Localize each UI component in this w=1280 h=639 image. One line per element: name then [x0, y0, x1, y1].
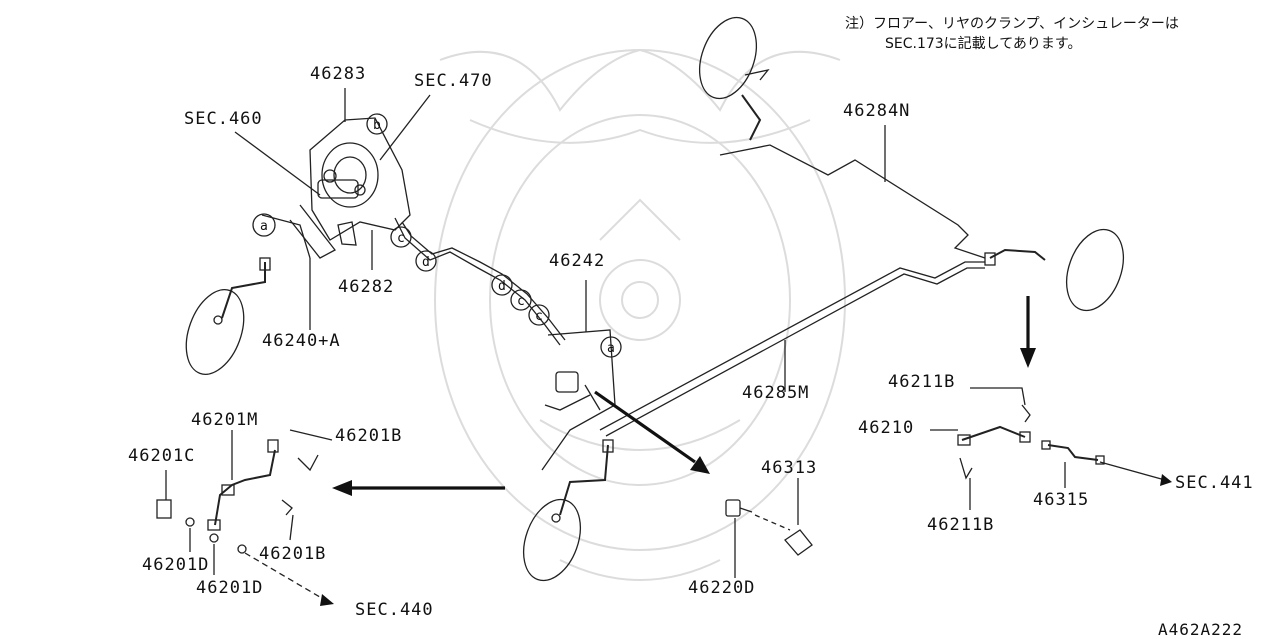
- label-46201m: 46201M: [191, 410, 259, 430]
- pipe-46284n: [719, 144, 986, 259]
- circle-letter-d2: d: [498, 279, 506, 294]
- label-sec441: SEC.441: [1175, 473, 1254, 493]
- label-46201d-a: 46201D: [142, 555, 210, 575]
- watermark-emblem: [434, 48, 846, 581]
- label-46220d: 46220D: [688, 578, 756, 598]
- note-line-2: SEC.173に記載してあります。: [885, 36, 1082, 53]
- label-sec440: SEC.440: [355, 600, 434, 620]
- master-cylinder-assembly: [261, 117, 411, 259]
- circle-letter-a: a: [260, 219, 268, 234]
- detail-46201-series: [156, 439, 319, 554]
- label-sec460: SEC.460: [184, 109, 263, 129]
- label-46210: 46210: [858, 418, 915, 438]
- circle-letter-b: b: [373, 118, 381, 133]
- note-text: 注）フロアー、リヤのクランプ、インシュレーターは SEC.173に記載してありま…: [845, 14, 1179, 55]
- junction-46242: [541, 280, 616, 471]
- label-46242: 46242: [549, 251, 606, 271]
- label-46201b-top: 46201B: [335, 426, 403, 446]
- note-line-1: 注）フロアー、リヤのクランプ、インシュレーターは: [845, 16, 1179, 32]
- pipe-46285m: [599, 261, 985, 437]
- rear-right-wheel-hose: [984, 228, 1124, 312]
- rear-left-wheel-hose: [699, 16, 770, 141]
- circle-letter-d1: d: [422, 255, 430, 270]
- label-46315: 46315: [1033, 490, 1090, 510]
- circle-letter-a2: a: [607, 341, 615, 356]
- label-46201d-b: 46201D: [196, 578, 264, 598]
- label-46240a: 46240+A: [262, 331, 341, 351]
- circle-letter-c1: c: [397, 231, 405, 246]
- front-left-wheel-hose: [185, 257, 271, 375]
- label-46285m: 46285M: [742, 383, 810, 403]
- label-46284n: 46284N: [843, 101, 911, 121]
- label-46201b-bottom: 46201B: [259, 544, 327, 564]
- diagram-code: A462A222: [1158, 620, 1244, 639]
- circle-letter-c2: c: [517, 294, 525, 309]
- direction-arrows: [332, 296, 1036, 496]
- label-46283: 46283: [310, 64, 367, 84]
- label-46313: 46313: [761, 458, 818, 478]
- detail-46210-46315: [957, 404, 1105, 480]
- circle-letter-c3: c: [535, 309, 543, 324]
- pipe-46282: [394, 217, 566, 346]
- label-46282: 46282: [338, 277, 395, 297]
- label-46211b-top: 46211B: [888, 372, 956, 392]
- label-46211b-bottom: 46211B: [927, 515, 995, 535]
- front-right-wheel-hose: [523, 439, 614, 582]
- label-46201c: 46201C: [128, 446, 196, 466]
- detail-46313-46220d: [725, 499, 813, 556]
- label-sec470: SEC.470: [414, 71, 493, 91]
